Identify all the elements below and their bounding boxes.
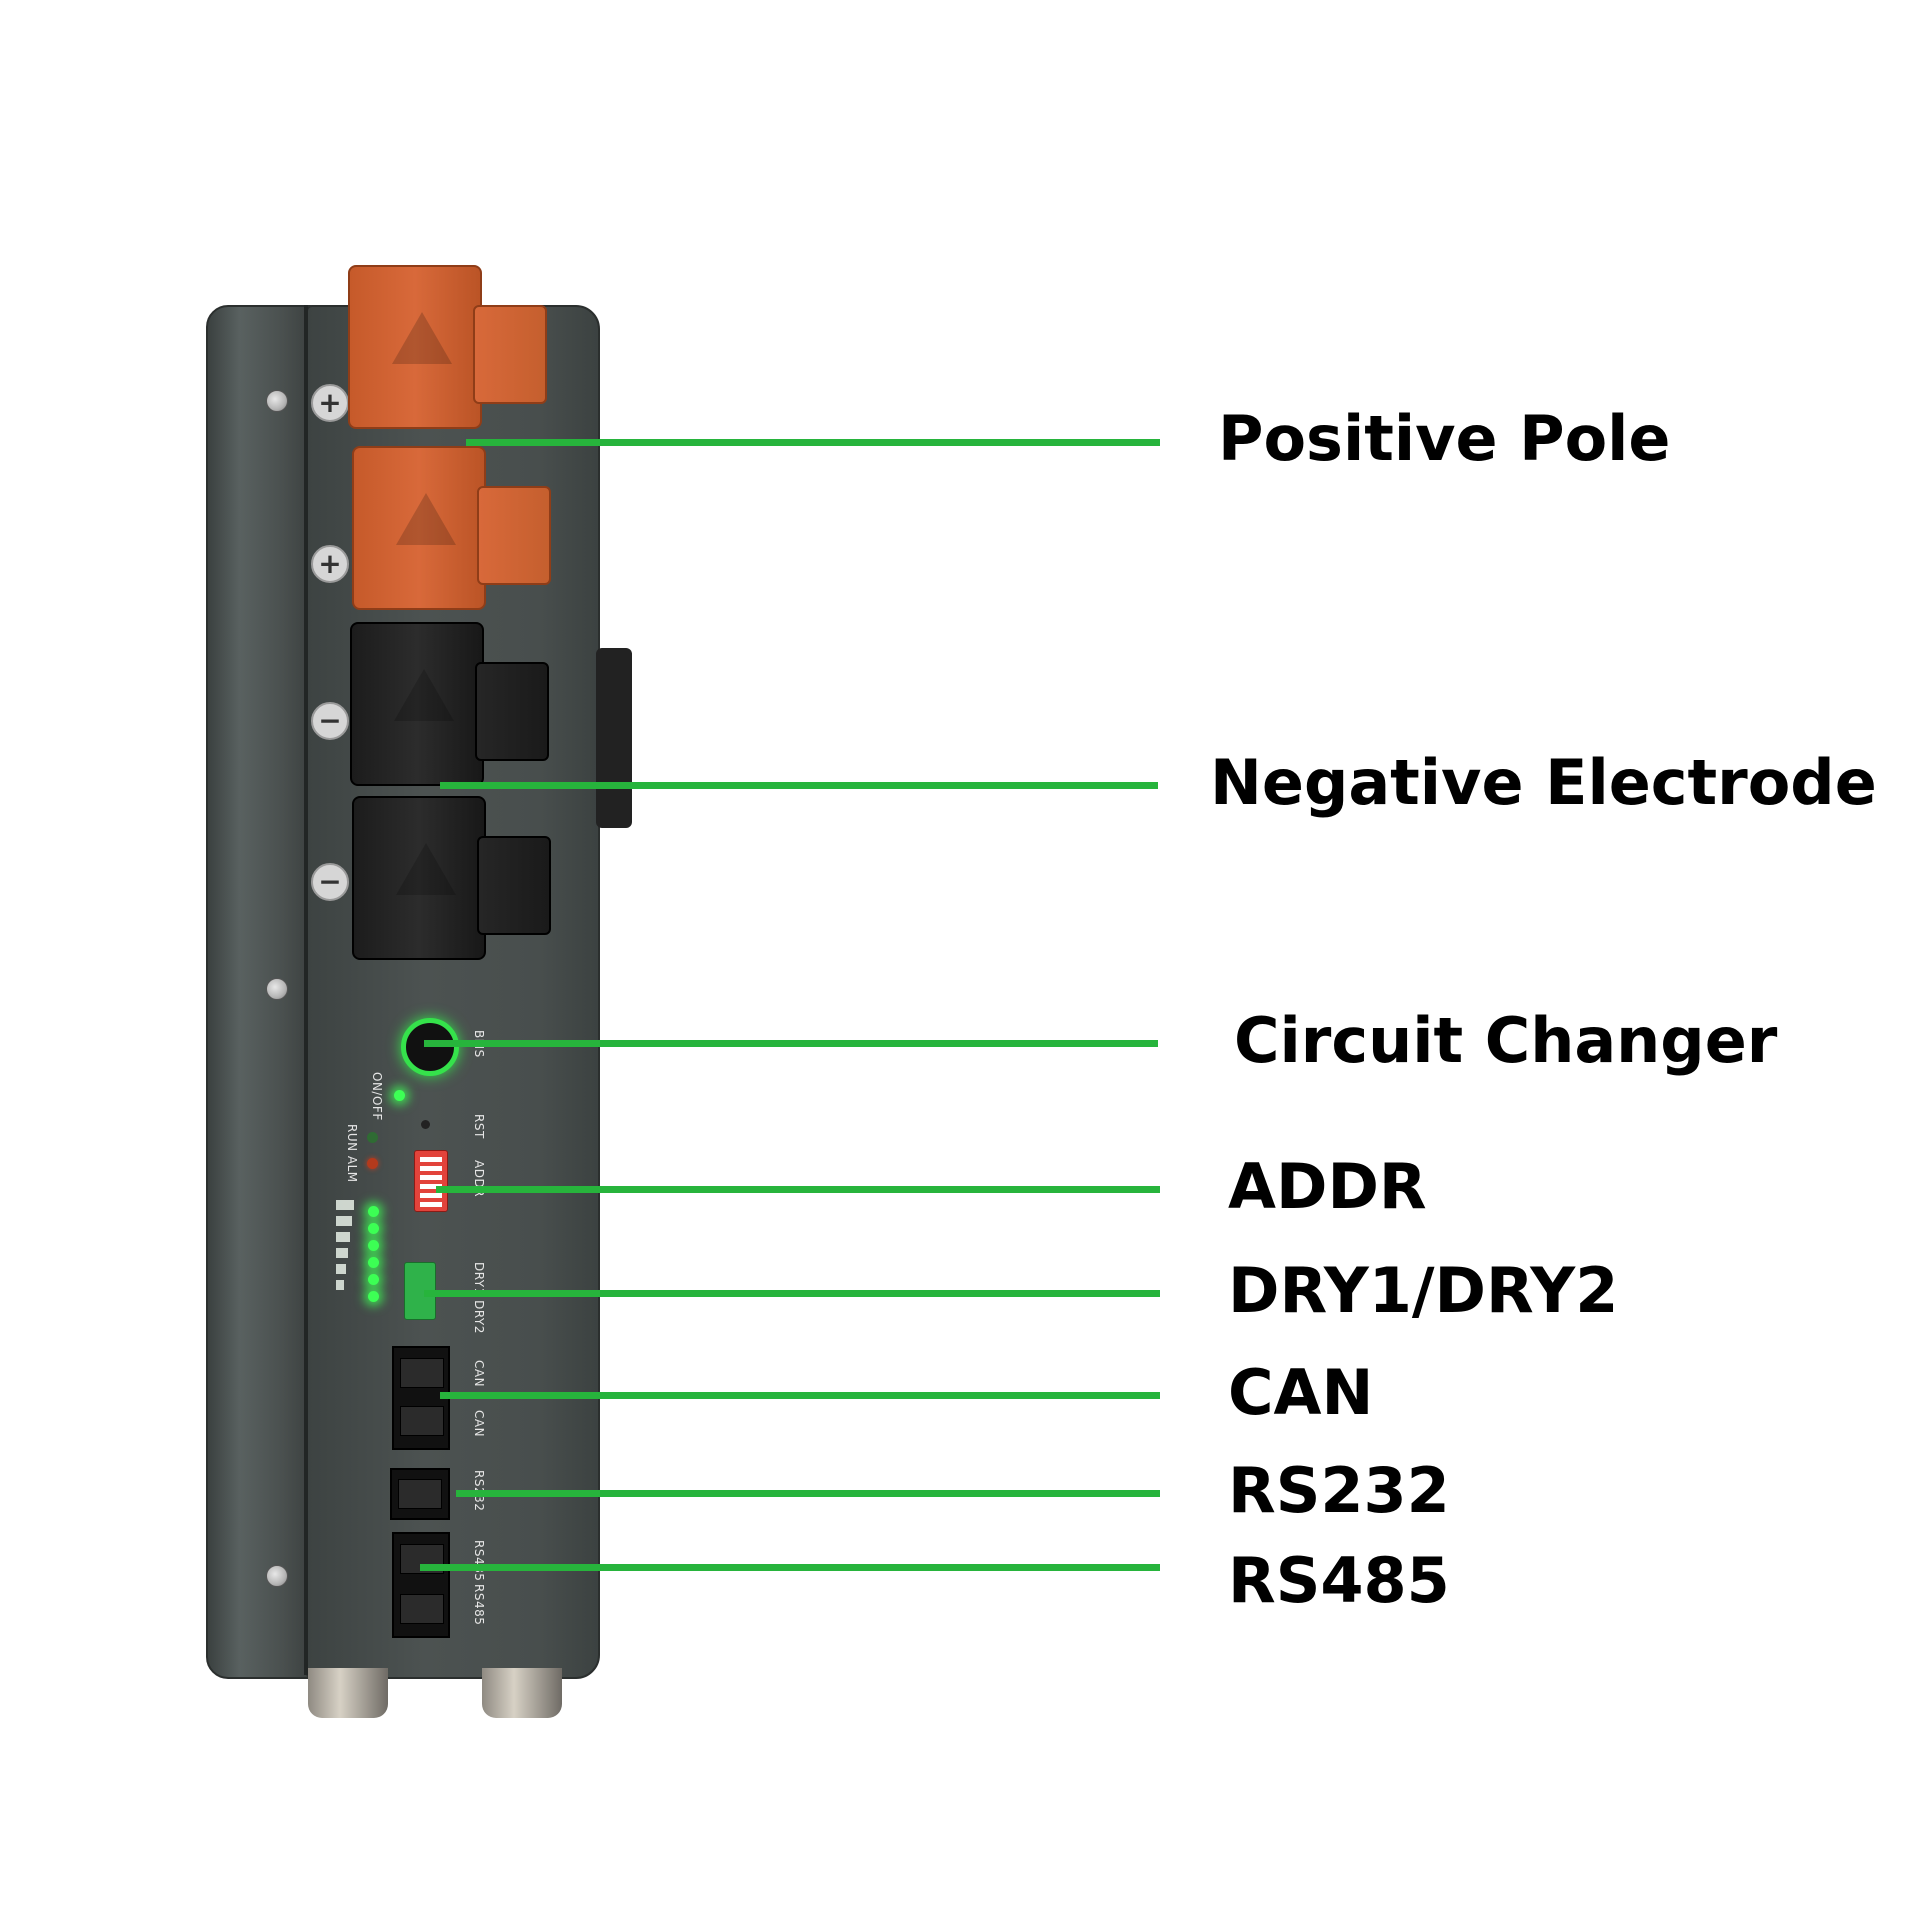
callout-line-rs485 <box>420 1564 1160 1571</box>
run-alm-label: RUN ALM <box>345 1124 359 1183</box>
soc-gauge-segment <box>336 1216 352 1226</box>
label-rs485: RS485 <box>1228 1544 1450 1617</box>
dip-toggle <box>420 1193 442 1198</box>
label-positive-pole: Positive Pole <box>1218 402 1671 475</box>
screw-icon <box>266 390 288 412</box>
power-button[interactable] <box>401 1018 459 1076</box>
soc-gauge-segment <box>336 1264 346 1274</box>
panel-seam <box>304 305 308 1675</box>
dip-toggle <box>420 1184 442 1189</box>
callout-line-can <box>440 1392 1160 1399</box>
screw-icon <box>266 1565 288 1587</box>
connector-plug <box>477 486 551 585</box>
battery-foot <box>308 1668 388 1718</box>
connector-housing <box>352 446 486 610</box>
side-clip <box>596 648 632 828</box>
can-label: CAN <box>472 1410 486 1438</box>
on-off-label: ON/OFF <box>370 1072 384 1121</box>
callout-line-circuit-changer <box>424 1040 1158 1047</box>
rst-label: RST <box>472 1114 486 1139</box>
warning-triangle-icon <box>392 312 452 364</box>
plus-sign-icon: + <box>311 545 349 583</box>
callout-line-negative-electrode <box>440 782 1158 789</box>
connector-plug <box>473 305 547 404</box>
soc-led <box>368 1257 379 1268</box>
dry-label: DRY1 DRY2 <box>472 1262 486 1334</box>
callout-line-dry <box>424 1290 1160 1297</box>
connector-plug <box>475 662 549 761</box>
rj45-socket <box>400 1406 444 1436</box>
rs485-port[interactable] <box>392 1532 450 1638</box>
soc-led <box>368 1206 379 1217</box>
minus-sign-icon: − <box>311 702 349 740</box>
run-led <box>367 1132 378 1143</box>
plus-sign-icon: + <box>311 384 349 422</box>
alarm-led <box>367 1158 378 1169</box>
callout-line-positive-pole <box>466 439 1160 446</box>
warning-triangle-icon <box>394 669 454 721</box>
addr-dip-switch[interactable] <box>414 1150 448 1212</box>
warning-triangle-icon <box>396 843 456 895</box>
dip-toggle <box>420 1157 442 1162</box>
dip-toggle <box>420 1202 442 1207</box>
callout-line-rs232 <box>456 1490 1160 1497</box>
label-dry1-dry2: DRY1/DRY2 <box>1228 1254 1619 1327</box>
label-can: CAN <box>1228 1356 1374 1429</box>
callout-line-addr <box>436 1186 1160 1193</box>
can-label: CAN <box>472 1360 486 1388</box>
dip-toggle <box>420 1175 442 1180</box>
battery-side-panel <box>206 305 316 1679</box>
label-circuit-changer: Circuit Changer <box>1234 1004 1778 1077</box>
connector-housing <box>350 622 484 786</box>
dip-toggle <box>420 1166 442 1171</box>
soc-gauge-segment <box>336 1280 344 1290</box>
connector-housing <box>352 796 486 960</box>
soc-gauge-segment <box>336 1248 348 1258</box>
connector-plug <box>477 836 551 935</box>
warning-triangle-icon <box>396 493 456 545</box>
soc-led <box>368 1291 379 1302</box>
soc-led <box>368 1240 379 1251</box>
soc-led <box>368 1274 379 1285</box>
soc-gauge-segment <box>336 1200 354 1210</box>
rj11-socket <box>398 1479 442 1509</box>
rs485-label: RS485 <box>472 1584 486 1626</box>
minus-sign-icon: − <box>311 863 349 901</box>
reset-button[interactable] <box>421 1120 430 1129</box>
soc-led <box>368 1223 379 1234</box>
connector-housing <box>348 265 482 429</box>
rs232-port[interactable] <box>390 1468 450 1520</box>
label-rs232: RS232 <box>1228 1454 1450 1527</box>
screw-icon <box>266 978 288 1000</box>
soc-gauge-segment <box>336 1232 350 1242</box>
rj45-socket <box>400 1594 444 1624</box>
label-addr: ADDR <box>1228 1150 1427 1223</box>
power-led <box>394 1090 405 1101</box>
rs485-label: RS485 <box>472 1540 486 1582</box>
rj45-socket <box>400 1358 444 1388</box>
label-negative-electrode: Negative Electrode <box>1210 746 1877 819</box>
battery-foot <box>482 1668 562 1718</box>
